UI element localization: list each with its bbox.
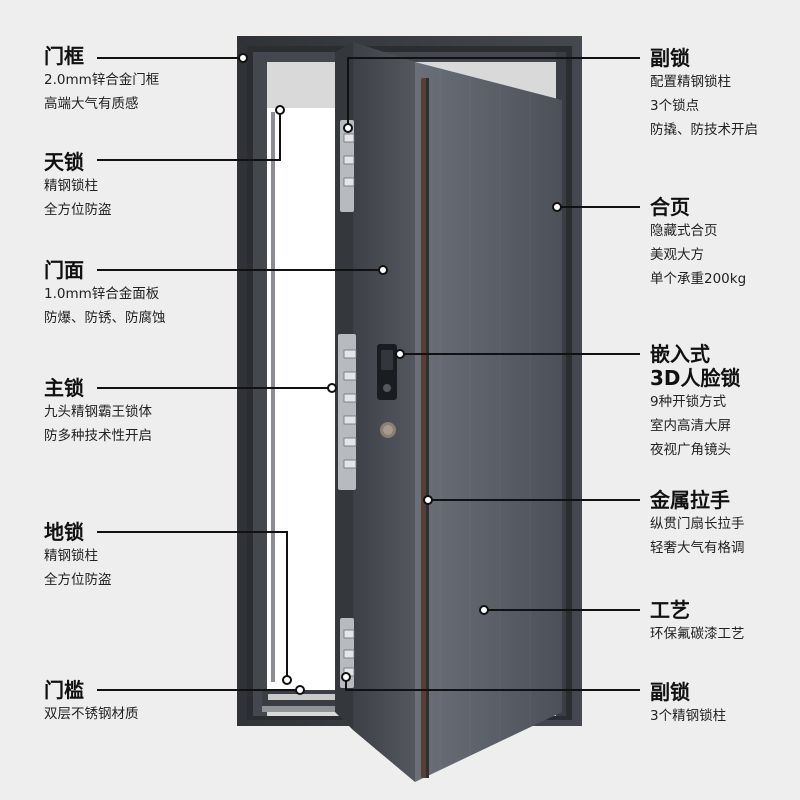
callout-dot-threshold: [295, 685, 305, 695]
callout-dot-handle: [423, 495, 433, 505]
callout-dot-top-lock: [275, 105, 285, 115]
callout-title: 合页: [650, 195, 690, 219]
callout-line: 防爆、防锈、防腐蚀: [44, 310, 166, 326]
callout-line: 隐藏式合页: [650, 223, 718, 239]
callout-line: 夜视广角镜头: [650, 442, 731, 458]
callout-line-aux-lock-top: [347, 57, 640, 128]
callout-line: 配置精钢锁柱: [650, 74, 731, 90]
callout-line: 美观大方: [650, 247, 704, 263]
callout-panel: 门面 1.0mm锌合金面板 防爆、防锈、防腐蚀: [44, 258, 166, 330]
callout-line: 高端大气有质感: [44, 96, 139, 112]
callout-line-bottom-lock: [97, 531, 288, 680]
callout-handle: 金属拉手 纵贯门扇长拉手 轻奢大气有格调: [650, 488, 745, 560]
callout-line: 全方位防盗: [44, 202, 112, 218]
callout-dot-main-lock: [327, 383, 337, 393]
callout-line: 3个锁点: [650, 98, 700, 114]
door-threshold: [262, 690, 352, 712]
callout-line: 3个精钢锁柱: [650, 708, 727, 724]
callout-line: 环保氟碳漆工艺: [650, 626, 745, 642]
callout-line-top-lock: [97, 110, 281, 161]
callout-face-lock: 嵌入式 3D人脸锁 9种开锁方式 室内高清大屏 夜视广角镜头: [650, 342, 741, 462]
callout-line: 全方位防盗: [44, 572, 112, 588]
callout-line: 精钢锁柱: [44, 178, 98, 194]
callout-dot-frame: [238, 53, 248, 63]
callout-top-lock: 天锁 精钢锁柱 全方位防盗: [44, 150, 112, 222]
face-lock-device: [377, 344, 397, 438]
callout-line: 9种开锁方式: [650, 394, 727, 410]
callout-title: 门面: [44, 258, 84, 282]
callout-line: 九头精钢霸王锁体: [44, 404, 152, 420]
callout-dot-finish: [479, 605, 489, 615]
callout-line: 轻奢大气有格调: [650, 540, 745, 556]
callout-dot-panel: [378, 265, 388, 275]
callout-line: 单个承重200kg: [650, 271, 747, 287]
callout-title: 嵌入式 3D人脸锁: [650, 342, 741, 390]
callout-line: 1.0mm锌合金面板: [44, 286, 160, 302]
long-handle: [421, 78, 429, 778]
callout-aux-lock-bottom: 副锁 3个精钢锁柱: [650, 680, 726, 728]
callout-dot-aux-lock-top: [343, 123, 353, 133]
callout-dot-hinge: [552, 202, 562, 212]
callout-hinge: 合页 隐藏式合页 美观大方 单个承重200kg: [650, 195, 746, 291]
callout-finish: 工艺 环保氟碳漆工艺: [650, 598, 745, 646]
callout-title: 地锁: [44, 520, 84, 544]
callout-line: 纵贯门扇长拉手: [650, 516, 745, 532]
callout-title: 门槛: [44, 678, 84, 702]
callout-title: 主锁: [44, 376, 84, 400]
callout-dot-bottom-lock: [282, 675, 292, 685]
callout-main-lock: 主锁 九头精钢霸王锁体 防多种技术性开启: [44, 376, 152, 448]
callout-bottom-lock: 地锁 精钢锁柱 全方位防盗: [44, 520, 112, 592]
callout-title: 副锁: [650, 46, 690, 70]
callout-title: 天锁: [44, 150, 84, 174]
callout-threshold: 门槛 双层不锈钢材质: [44, 678, 139, 726]
door-leaf-panel: [415, 62, 562, 782]
callout-aux-lock-top: 副锁 配置精钢锁柱 3个锁点 防撬、防技术开启: [650, 46, 758, 142]
callout-title: 门框: [44, 44, 84, 68]
callout-dot-aux-lock-bottom: [341, 672, 351, 682]
callout-title: 工艺: [650, 598, 690, 622]
callout-title: 金属拉手: [650, 488, 730, 512]
door-leaf-edge: [335, 42, 415, 782]
callout-line: 室内高清大屏: [650, 418, 731, 434]
callout-line: 2.0mm锌合金门框: [44, 72, 160, 88]
callout-title: 副锁: [650, 680, 690, 704]
callout-frame: 门框 2.0mm锌合金门框 高端大气有质感: [44, 44, 159, 116]
callout-dot-face-lock: [395, 349, 405, 359]
callout-dots: [238, 53, 562, 695]
callout-line: 防多种技术性开启: [44, 428, 152, 444]
callout-line: 防撬、防技术开启: [650, 122, 758, 138]
callout-line: 双层不锈钢材质: [44, 706, 139, 722]
callout-line: 精钢锁柱: [44, 548, 98, 564]
